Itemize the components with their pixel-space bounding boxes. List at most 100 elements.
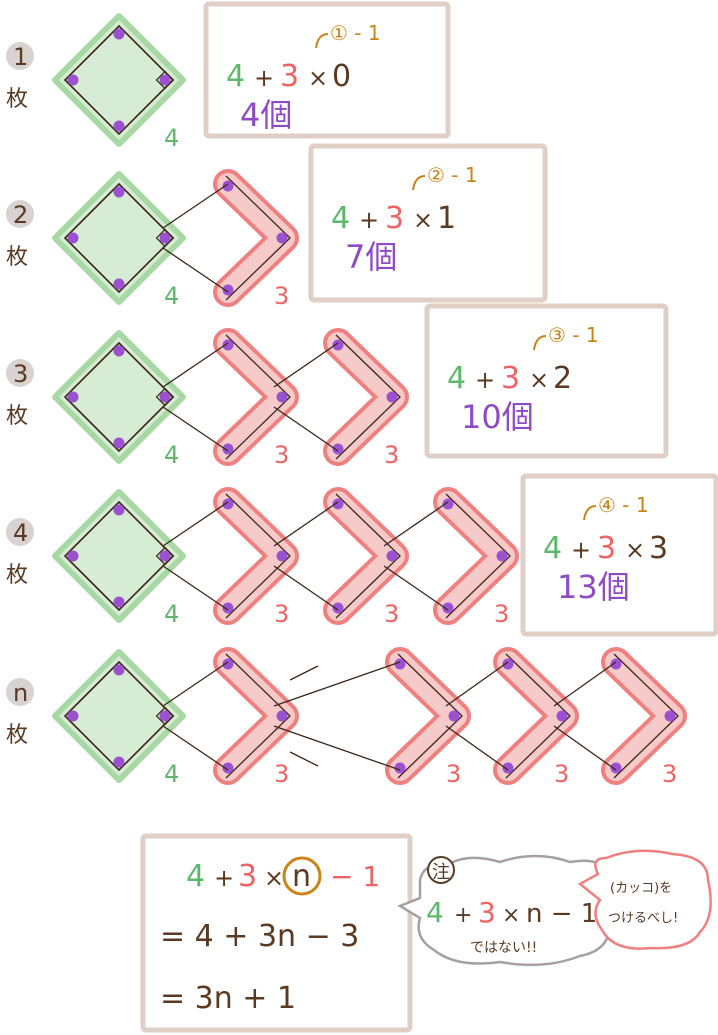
purple-dot	[113, 596, 125, 608]
square-outline	[63, 24, 175, 136]
purple-dot	[67, 391, 79, 403]
red-chevron-tile	[601, 647, 687, 785]
green-square-tile	[52, 649, 186, 783]
purple-dot	[386, 550, 398, 562]
formula-term-4: 4	[226, 59, 245, 94]
summary-box-frame	[140, 833, 413, 1033]
purple-dot	[113, 278, 125, 290]
square-outer-border	[52, 330, 186, 464]
formula-term-4: 4	[543, 531, 562, 566]
formula-multiplier: 1	[437, 201, 456, 236]
summary-term-3: 3	[238, 859, 257, 894]
tile-connector-line	[445, 725, 509, 771]
formula-result: 4個	[240, 96, 292, 134]
formula-result: 7個	[345, 238, 397, 276]
formula-note: ② - 1	[427, 163, 478, 187]
row-index-badge	[6, 42, 34, 70]
tile-layer	[52, 13, 687, 785]
formula-term-3: 3	[280, 59, 299, 94]
corner-square	[155, 546, 175, 566]
summary-line-3: = 3n + 1	[160, 981, 296, 1016]
chevron-outline	[225, 653, 291, 779]
red-chevron-tile	[493, 647, 579, 785]
row-index-badge	[6, 200, 34, 228]
square-outline	[63, 660, 175, 772]
summary-plus: +	[214, 864, 234, 892]
formula-multiplier: 3	[649, 531, 668, 566]
chevron-count-label: 3	[274, 441, 289, 469]
purple-dot	[222, 443, 234, 455]
chevron-outline	[335, 334, 401, 460]
square-count-label: 4	[164, 760, 179, 788]
note-arrow	[533, 335, 547, 351]
purple-dot	[394, 762, 406, 774]
tile-connector-line	[273, 406, 339, 452]
square-fill	[59, 496, 179, 616]
row-index-badge	[6, 518, 34, 546]
formula-plus: +	[571, 536, 591, 564]
formula-box-frame	[203, 1, 451, 139]
corner-square	[155, 706, 175, 726]
row-unit-label: 枚	[6, 87, 28, 112]
caution-rest: n − 1	[526, 899, 597, 929]
purple-dot	[113, 756, 125, 768]
tile-connector-line	[162, 501, 229, 547]
tile-connector-line	[273, 501, 339, 547]
row-unit-label: 枚	[6, 723, 28, 748]
caution-times: ×	[502, 903, 520, 928]
purple-dot	[222, 658, 234, 670]
purple-dot	[332, 498, 344, 510]
chevron-count-label: 3	[384, 600, 399, 628]
formula-box-frame	[308, 143, 548, 303]
tile-connector-line	[162, 661, 229, 707]
chevron-outline	[225, 493, 291, 619]
row-unit-label: 枚	[6, 563, 28, 588]
purple-dot	[502, 762, 514, 774]
square-fill	[59, 337, 179, 457]
tile-connector-line	[162, 565, 229, 611]
square-outline	[63, 500, 175, 612]
caution-not-text: ではない!!	[470, 940, 537, 956]
formula-box-frame	[520, 473, 718, 637]
chevron-fill	[217, 173, 295, 303]
note-arrow	[412, 175, 426, 191]
green-square-tile	[52, 489, 186, 623]
purple-dot	[442, 602, 454, 614]
green-square-tile	[52, 171, 186, 305]
row-index-label: n	[13, 679, 28, 707]
chevron-count-label: 3	[554, 760, 569, 788]
square-outer-border	[52, 171, 186, 305]
purple-dot	[113, 28, 125, 40]
square-outer-border	[52, 489, 186, 623]
tile-connector-line	[162, 406, 229, 452]
row-index-label: 3	[13, 360, 28, 388]
note-arrow	[315, 33, 329, 49]
purple-dot	[67, 232, 79, 244]
purple-dot	[222, 180, 234, 192]
purple-dot	[332, 443, 344, 455]
row-index-badge	[6, 678, 34, 706]
row-index-label: 4	[13, 519, 28, 547]
purple-dot	[222, 762, 234, 774]
purple-dot	[159, 710, 171, 722]
formula-note: ③ - 1	[548, 323, 599, 347]
note-arrow	[583, 505, 597, 521]
red-chevron-tile	[213, 487, 299, 625]
square-outer-border	[52, 649, 186, 783]
formula-times: ×	[308, 64, 328, 92]
row-index-badge	[6, 359, 34, 387]
tile-connector-line	[162, 247, 229, 293]
purple-dot	[276, 232, 288, 244]
chevron-fill	[217, 491, 295, 621]
square-fill	[59, 20, 179, 140]
tip-bubble-shape	[577, 849, 712, 950]
summary-line-2: = 4 + 3n − 3	[160, 919, 359, 954]
purple-dot	[113, 120, 125, 132]
purple-dot	[276, 391, 288, 403]
chevron-fill	[327, 491, 405, 621]
formula-times: ×	[625, 536, 645, 564]
purple-dot	[610, 762, 622, 774]
square-count-label: 4	[164, 124, 179, 152]
purple-dot	[222, 284, 234, 296]
